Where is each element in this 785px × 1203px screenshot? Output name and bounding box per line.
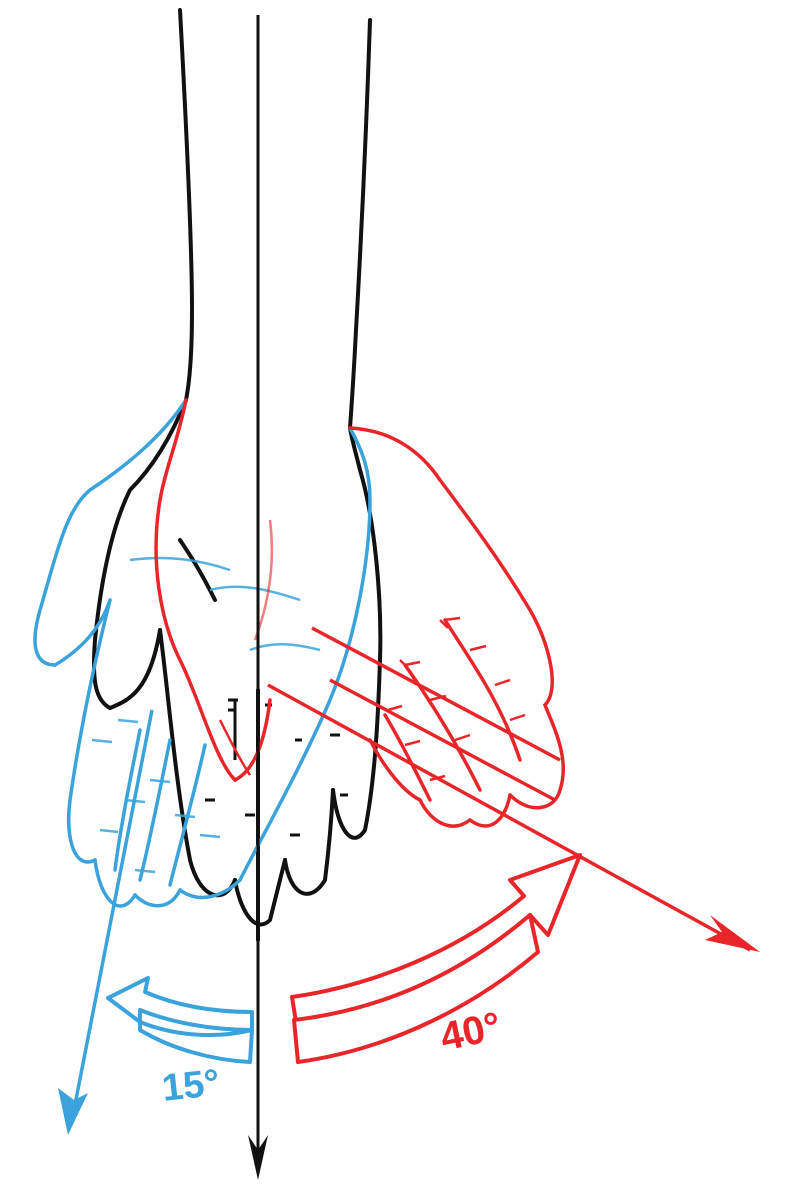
forearm-outline [180, 10, 370, 428]
neutral-axis-arrow [248, 15, 268, 1180]
ulnar-curved-arrow-icon [292, 855, 580, 1062]
radial-finger-markings [92, 558, 320, 872]
hand-radial-outline [35, 400, 370, 906]
radial-axis-arrow [58, 710, 152, 1135]
hand-neutral-outline [94, 400, 380, 940]
radial-deviation-label: 15° [160, 1062, 222, 1110]
radial-curved-arrow-icon [108, 978, 252, 1062]
